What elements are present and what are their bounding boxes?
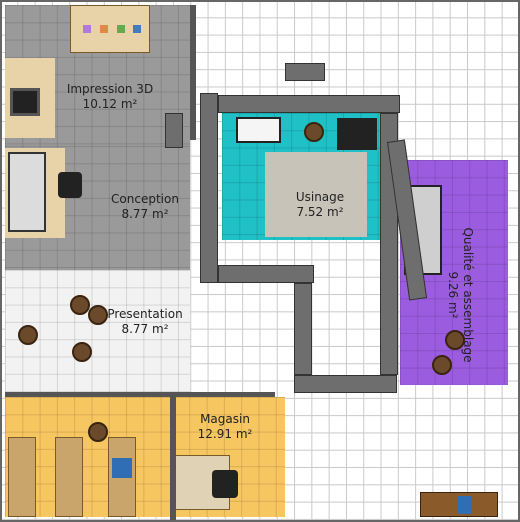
wall-segment [218, 95, 400, 113]
office-chair [58, 172, 82, 198]
person-icon [88, 422, 108, 442]
wall [190, 5, 196, 140]
workbench [8, 152, 46, 232]
person-icon [72, 342, 92, 362]
wall-segment [294, 283, 312, 375]
office-chair [212, 470, 238, 498]
shelf-item-3 [117, 25, 125, 33]
room-name: Presentation [107, 307, 183, 321]
room-label-presentation: Presentation 8.77 m² [95, 307, 195, 337]
machine-panel [236, 117, 281, 143]
shelf-item-1 [83, 25, 91, 33]
printer-3d [10, 88, 40, 116]
room-label-magasin: Magasin 12.91 m² [175, 412, 275, 442]
person-icon [18, 325, 38, 345]
room-area: 8.77 m² [121, 207, 169, 221]
room-name: Conception [111, 192, 179, 206]
room-name: Usinage [295, 190, 345, 204]
cabinet-blue [458, 496, 472, 514]
wall [175, 392, 275, 397]
cabinet-blue [112, 458, 132, 478]
room-label-usinage: Usinage 7.52 m² [270, 190, 370, 220]
wall-segment [218, 265, 314, 283]
room-name: Qualité et assemblage [461, 227, 475, 363]
person-icon [445, 330, 465, 350]
wall [170, 392, 176, 522]
room-area: 12.91 m² [197, 427, 253, 441]
person-icon [88, 305, 108, 325]
room-name: Impression 3D [66, 82, 154, 96]
wall-segment [165, 113, 183, 148]
shelf-item-4 [133, 25, 141, 33]
usinage-floor [265, 152, 367, 237]
shelf [55, 437, 83, 517]
wall [5, 392, 185, 397]
wall-segment [294, 375, 397, 393]
room-area: 9.26 m² [446, 271, 460, 319]
person-icon [304, 122, 324, 142]
room-label-impression3d: Impression 3D 10.12 m² [60, 82, 160, 112]
person-icon [70, 295, 90, 315]
wall-segment [200, 93, 218, 283]
room-name: Magasin [200, 412, 250, 426]
room-area: 10.12 m² [82, 97, 138, 111]
person-icon [432, 355, 452, 375]
machine-dark [337, 118, 377, 150]
room-area: 7.52 m² [296, 205, 344, 219]
room-label-qualite: Qualité et assemblage 9.26 m² [445, 215, 475, 375]
room-label-conception: Conception 8.77 m² [95, 192, 195, 222]
shelf [8, 437, 36, 517]
shelf-item-2 [100, 25, 108, 33]
wall-segment [285, 63, 325, 81]
room-area: 8.77 m² [121, 322, 169, 336]
